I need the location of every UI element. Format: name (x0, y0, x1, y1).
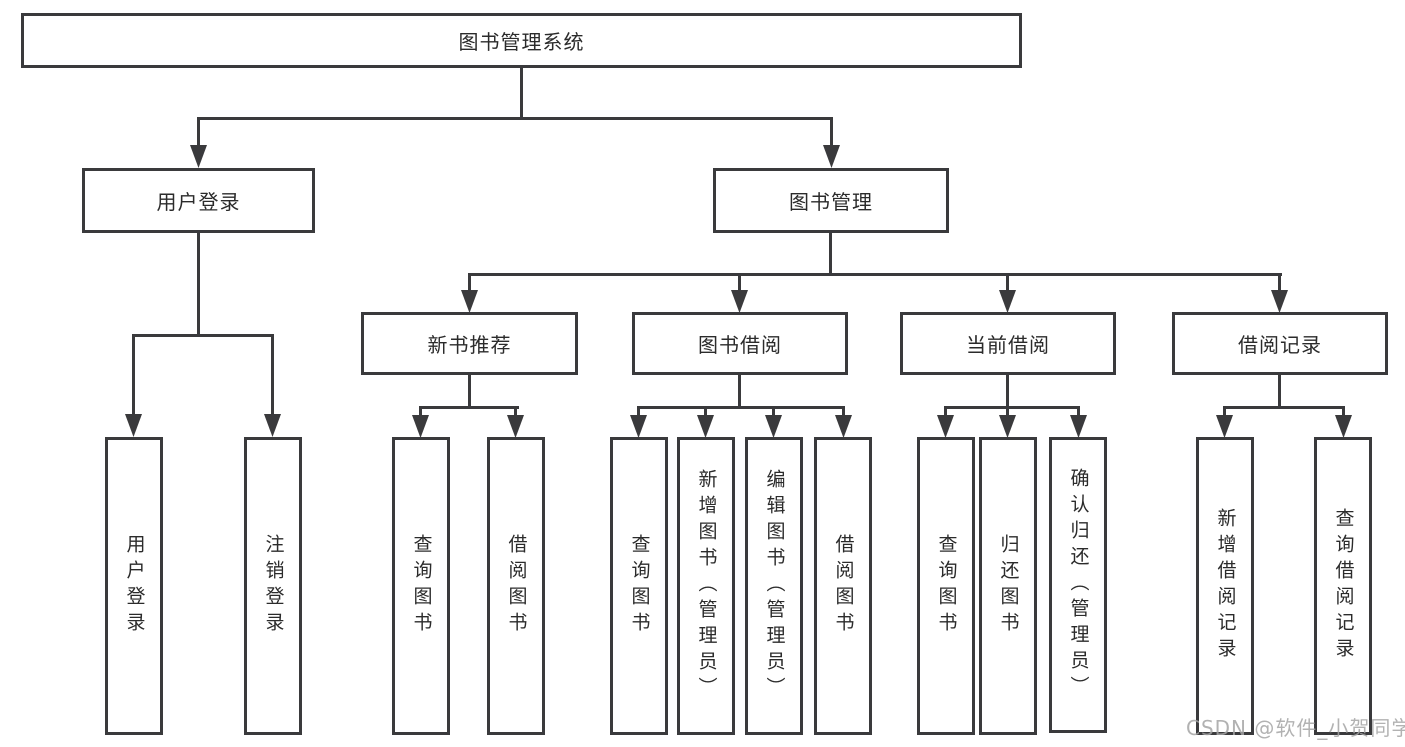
leaf-label: 新增借阅记录 (1214, 508, 1237, 664)
leaf-return-book: 归还图书 (979, 437, 1037, 735)
arrowhead-down (190, 145, 207, 168)
connector-line (419, 406, 422, 418)
node-label: 借阅记录 (1238, 333, 1322, 357)
connector-line (197, 233, 200, 337)
arrowhead-down (630, 415, 647, 438)
node-label: 用户登录 (156, 190, 241, 214)
arrowhead-down (697, 415, 714, 438)
node-user-login: 用户登录 (82, 168, 315, 233)
node-library-management-system: 图书管理系统 (21, 13, 1022, 68)
csdn-watermark: CSDN @软件_小贺同学 (1186, 716, 1405, 740)
arrowhead-down (1070, 415, 1087, 438)
arrowhead-down (1271, 290, 1288, 313)
arrowhead-down (823, 145, 840, 168)
arrowhead-down (412, 415, 429, 438)
node-label: 当前借阅 (966, 333, 1050, 357)
leaf-label: 借阅图书 (505, 534, 528, 638)
arrowhead-down (937, 415, 954, 438)
connector-line (514, 406, 517, 418)
connector-line (468, 273, 471, 293)
node-book-borrow: 图书借阅 (632, 312, 848, 375)
connector-line (1223, 406, 1226, 418)
leaf-add-borrow-record: 新增借阅记录 (1196, 437, 1254, 735)
leaf-label: 编辑图书（管理员） (763, 469, 786, 703)
arrowhead-down (1216, 415, 1233, 438)
leaf-confirm-return-admin: 确认归还（管理员） (1049, 437, 1107, 733)
leaf-borrow-book: 借阅图书 (814, 437, 872, 735)
leaf-label: 查询图书 (410, 534, 433, 638)
connector-line (637, 406, 640, 418)
leaf-label: 查询图书 (628, 534, 651, 638)
arrowhead-down (835, 415, 852, 438)
arrowhead-down (999, 290, 1016, 313)
leaf-query-book-borrow: 查询图书 (610, 437, 668, 735)
connector-line (1342, 406, 1345, 418)
connector-line (637, 406, 845, 409)
leaf-query-book-current: 查询图书 (917, 437, 975, 735)
connector-line (468, 273, 1282, 276)
leaf-logout: 注销登录 (244, 437, 302, 735)
connector-line (1006, 375, 1009, 409)
connector-line (271, 334, 274, 416)
node-book-management: 图书管理 (713, 168, 949, 233)
leaf-user-login: 用户登录 (105, 437, 163, 735)
connector-line (197, 117, 833, 120)
connector-line (842, 406, 845, 418)
leaf-borrow-book-recommend: 借阅图书 (487, 437, 545, 735)
connector-line (738, 273, 741, 293)
leaf-label: 借阅图书 (832, 534, 855, 638)
connector-line (132, 334, 135, 416)
connector-line (1006, 406, 1009, 418)
node-new-book-recommend: 新书推荐 (361, 312, 578, 375)
connector-line (468, 375, 471, 409)
node-borrow-records: 借阅记录 (1172, 312, 1388, 375)
arrowhead-down (731, 290, 748, 313)
leaf-add-book-admin: 新增图书（管理员） (677, 437, 735, 735)
node-label: 图书管理系统 (458, 30, 585, 54)
arrowhead-down (999, 415, 1016, 438)
leaf-query-book-recommend: 查询图书 (392, 437, 450, 735)
leaf-edit-book-admin: 编辑图书（管理员） (745, 437, 803, 735)
connector-line (830, 117, 833, 147)
connector-line (1006, 273, 1009, 293)
connector-line (520, 68, 523, 120)
leaf-label: 确认归还（管理员） (1067, 468, 1090, 702)
connector-line (704, 406, 707, 418)
connector-line (1278, 273, 1281, 293)
leaf-label: 归还图书 (997, 534, 1020, 638)
node-label: 图书借阅 (698, 333, 782, 357)
leaf-label: 查询借阅记录 (1332, 508, 1355, 664)
connector-line (944, 406, 1080, 409)
arrowhead-down (507, 415, 524, 438)
node-label: 图书管理 (789, 190, 873, 214)
connector-line (419, 406, 519, 409)
connector-line (1278, 375, 1281, 409)
leaf-query-borrow-record: 查询借阅记录 (1314, 437, 1372, 735)
arrowhead-down (125, 414, 142, 437)
node-label: 新书推荐 (427, 333, 512, 357)
connector-line (944, 406, 947, 418)
connector-line (1077, 406, 1080, 418)
arrowhead-down (1335, 415, 1352, 438)
leaf-label: 用户登录 (123, 534, 146, 638)
connector-line (772, 406, 775, 418)
connector-line (197, 117, 200, 147)
arrowhead-down (765, 415, 782, 438)
connector-line (829, 233, 832, 276)
leaf-label: 查询图书 (935, 534, 958, 638)
leaf-label: 注销登录 (262, 534, 285, 638)
connector-line (1223, 406, 1345, 409)
connector-line (738, 375, 741, 409)
node-current-borrow: 当前借阅 (900, 312, 1116, 375)
connector-line (132, 334, 274, 337)
leaf-label: 新增图书（管理员） (695, 469, 718, 703)
arrowhead-down (264, 414, 281, 437)
arrowhead-down (461, 290, 478, 313)
